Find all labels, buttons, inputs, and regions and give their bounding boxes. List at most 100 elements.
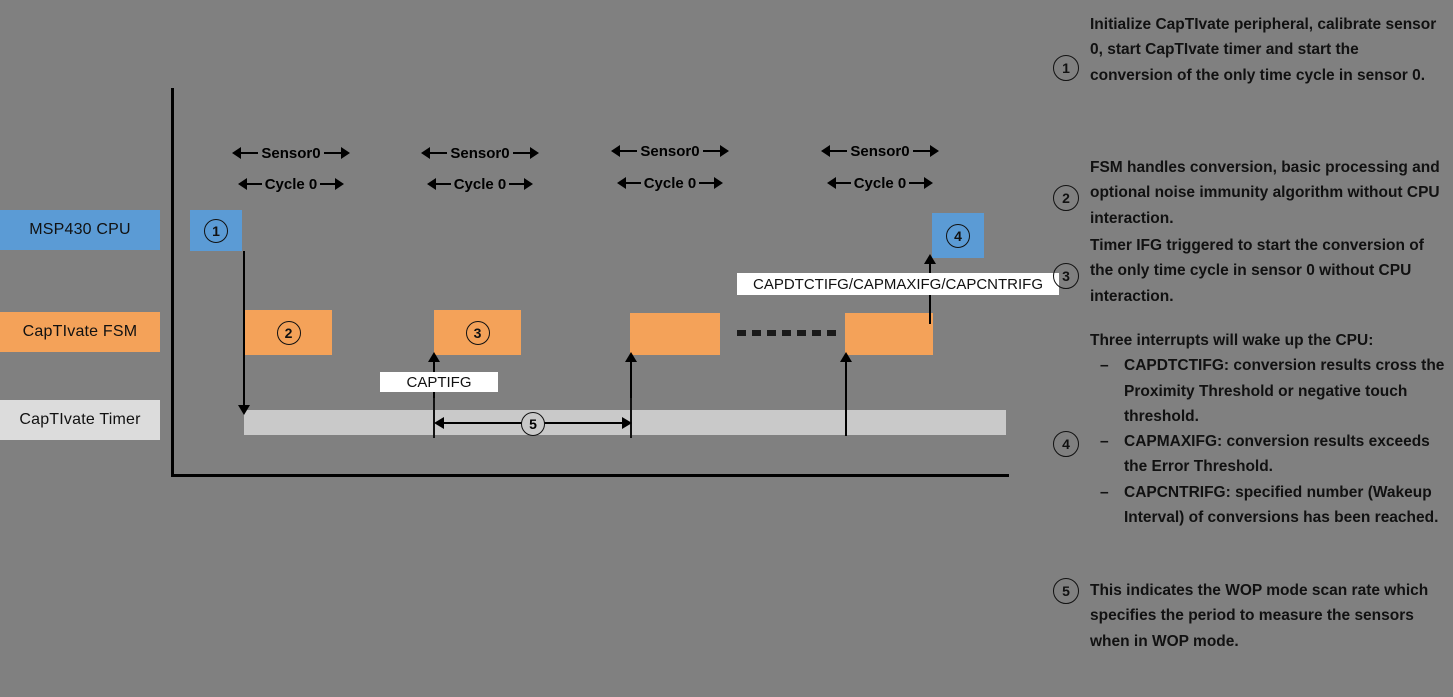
- connector-captifg-line: [433, 356, 435, 436]
- arrow-left-icon: [821, 145, 830, 157]
- callout-captifg: CAPTIFG: [380, 372, 498, 392]
- interrupt-list: CAPDTCTIFG: conversion results cross the…: [1090, 353, 1450, 530]
- cpu-block-wake[interactable]: 4: [932, 213, 984, 258]
- note-text: Initialize CapTIvate peripheral, calibra…: [1090, 16, 1437, 84]
- arrow-up-icon: [924, 254, 936, 264]
- note-marker: 4: [1053, 431, 1079, 457]
- arrow-up-icon: [840, 352, 852, 362]
- cycle-span-label: Cycle 0: [261, 175, 321, 193]
- note-marker: 3: [1053, 263, 1079, 289]
- sensor-span-1: Sensor0: [232, 142, 350, 164]
- legend-notes-panel: 1 Initialize CapTIvate peripheral, calib…: [1053, 0, 1453, 697]
- arrow-left-icon: [232, 147, 241, 159]
- list-item: CAPDTCTIFG: conversion results cross the…: [1090, 353, 1450, 429]
- step-marker: 1: [204, 218, 228, 243]
- lane-label-captivate-fsm: CapTIvate FSM: [0, 312, 160, 352]
- step-marker: 3: [465, 320, 490, 345]
- sensor-span-label: Sensor0: [447, 144, 513, 162]
- lane-label-msp430-cpu: MSP430 CPU: [0, 210, 160, 250]
- lane-label-text: CapTIvate Timer: [19, 411, 141, 428]
- cpu-block-1[interactable]: 1: [190, 210, 242, 251]
- cycle-span-2: Cycle 0: [427, 173, 533, 195]
- sensor-span-4: Sensor0: [821, 140, 939, 162]
- step-marker: 5: [521, 412, 545, 436]
- note-text: Timer IFG triggered to start the convers…: [1090, 237, 1424, 305]
- arrow-right-icon: [714, 177, 723, 189]
- note-marker: 2: [1053, 185, 1079, 211]
- note-text: This indicates the WOP mode scan rate wh…: [1090, 582, 1429, 650]
- interrupt-name: CAPCNTRIFG: [1124, 483, 1226, 501]
- lane-label-text: CapTIvate FSM: [22, 323, 138, 340]
- fsm-block-4[interactable]: [845, 313, 933, 355]
- lane-label-text: MSP430 CPU: [29, 221, 131, 238]
- note-5: 5 This indicates the WOP mode scan rate …: [1053, 578, 1451, 654]
- arrow-right-icon: [930, 145, 939, 157]
- sensor-span-2: Sensor0: [421, 142, 539, 164]
- note-marker: 5: [1053, 578, 1079, 604]
- arrow-left-icon: [427, 178, 436, 190]
- arrow-right-icon: [924, 177, 933, 189]
- interrupt-desc: : conversion results cross the Proximity…: [1124, 357, 1445, 425]
- note-text: FSM handles conversion, basic processing…: [1090, 159, 1440, 227]
- cycle-span-label: Cycle 0: [640, 174, 700, 192]
- sensor-span-3: Sensor0: [611, 140, 729, 162]
- note-body-4: Three interrupts will wake up the CPU: C…: [1090, 328, 1450, 560]
- note-marker-wrap: 5: [1053, 578, 1079, 604]
- arrow-right-icon: [622, 417, 632, 429]
- sensor-span-label: Sensor0: [637, 142, 703, 160]
- continuation-dots: [737, 330, 839, 336]
- arrow-down-icon: [238, 405, 250, 415]
- note-2: 2 FSM handles conversion, basic processi…: [1053, 155, 1451, 241]
- callout-label: CAPDTCTIFG/CAPMAXIFG/CAPCNTRIFG: [752, 275, 1043, 293]
- list-item: CAPMAXIFG: conversion results exceeds th…: [1090, 429, 1450, 480]
- horizontal-axis: [171, 474, 1009, 477]
- note-marker-wrap: 4: [1053, 328, 1079, 560]
- sensor-span-label: Sensor0: [258, 144, 324, 162]
- note-marker-wrap: 3: [1053, 233, 1079, 319]
- scan-rate-measure: 5: [434, 411, 632, 436]
- step-marker: 2: [276, 320, 301, 345]
- arrow-right-icon: [335, 178, 344, 190]
- cycle-span-label: Cycle 0: [450, 175, 510, 193]
- vertical-axis: [171, 88, 174, 477]
- interrupt-name: CAPMAXIFG: [1124, 433, 1217, 450]
- arrow-left-icon: [238, 178, 247, 190]
- note-4: 4 Three interrupts will wake up the CPU:…: [1053, 328, 1451, 560]
- arrow-up-icon: [625, 352, 637, 362]
- arrow-up-icon: [428, 352, 440, 362]
- cycle-span-4: Cycle 0: [827, 172, 933, 194]
- arrow-left-icon: [434, 417, 444, 429]
- arrow-left-icon: [617, 177, 626, 189]
- arrow-right-icon: [530, 147, 539, 159]
- note-3: 3 Timer IFG triggered to start the conve…: [1053, 233, 1451, 319]
- note-heading: Three interrupts will wake up the CPU:: [1090, 332, 1374, 349]
- arrow-right-icon: [524, 178, 533, 190]
- connector-fsm3-line: [630, 356, 632, 436]
- step-marker: 4: [946, 223, 970, 248]
- fsm-block-2[interactable]: 3: [434, 310, 521, 355]
- interrupt-desc: : conversion results exceeds the Error T…: [1124, 433, 1430, 476]
- arrow-left-icon: [421, 147, 430, 159]
- note-marker-wrap: 2: [1053, 155, 1079, 241]
- cycle-span-label: Cycle 0: [850, 174, 910, 192]
- cycle-span-3: Cycle 0: [617, 172, 723, 194]
- arrow-left-icon: [611, 145, 620, 157]
- interrupt-desc: : specified number (Wakeup Interval) of …: [1124, 483, 1439, 526]
- lane-label-captivate-timer: CapTIvate Timer: [0, 400, 160, 440]
- connector-cpu-to-timer-line: [243, 251, 245, 409]
- note-marker: 1: [1053, 55, 1079, 81]
- callout-label: CAPTIFG: [406, 373, 472, 391]
- note-1: 1 Initialize CapTIvate peripheral, calib…: [1053, 12, 1451, 124]
- callout-interrupt-flags: CAPDTCTIFG/CAPMAXIFG/CAPCNTRIFG: [737, 273, 1059, 295]
- interrupt-name: CAPDTCTIFG: [1124, 357, 1224, 375]
- arrow-right-icon: [720, 145, 729, 157]
- note-marker-wrap: 1: [1053, 12, 1079, 124]
- fsm-block-3[interactable]: [630, 313, 720, 355]
- sensor-span-label: Sensor0: [847, 142, 913, 160]
- cycle-span-1: Cycle 0: [238, 173, 344, 195]
- arrow-left-icon: [827, 177, 836, 189]
- connector-fsm4-line: [845, 356, 847, 436]
- fsm-block-1[interactable]: 2: [245, 310, 332, 355]
- arrow-right-icon: [341, 147, 350, 159]
- list-item: CAPCNTRIFG: specified number (Wakeup Int…: [1090, 480, 1450, 531]
